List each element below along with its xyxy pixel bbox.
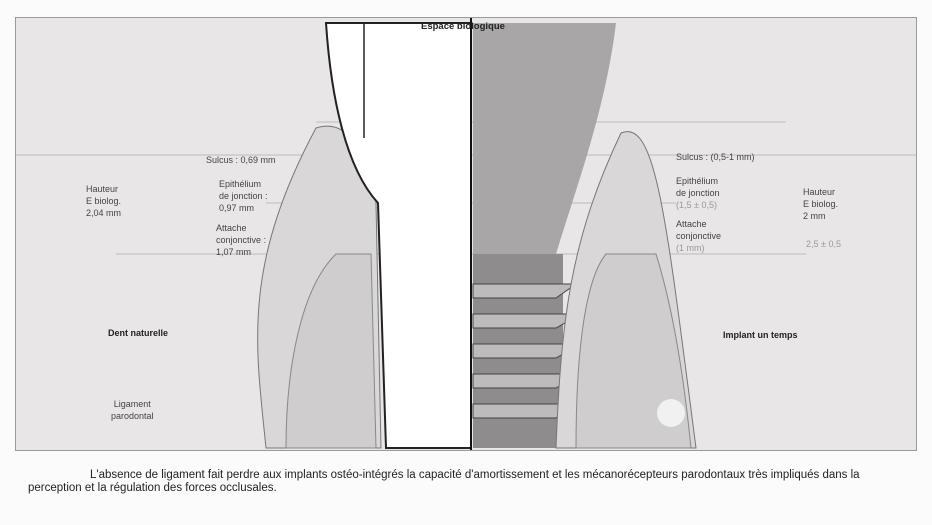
left-sulcus-label: Sulcus : 0,69 mm bbox=[206, 155, 276, 165]
bone-marrow-spot bbox=[657, 399, 685, 427]
figure-title: Espace biologique bbox=[421, 21, 505, 32]
left-name-label: Dent naturelle bbox=[108, 328, 169, 338]
biological-width-figure: Espace biologique Sulcus : 0,69 mm Epith… bbox=[15, 17, 917, 451]
right-name-label: Implant un temps bbox=[723, 330, 798, 340]
right-sulcus-label: Sulcus : (0,5-1 mm) bbox=[676, 152, 755, 162]
natural-bone bbox=[285, 253, 377, 449]
figure-caption: L'absence de ligament fait perdre aux im… bbox=[28, 469, 860, 494]
implant-threads bbox=[472, 283, 583, 419]
implant-bone bbox=[575, 253, 692, 449]
natural-tooth bbox=[324, 22, 472, 449]
tooth-implant-diagram bbox=[16, 18, 916, 450]
implant-abutment bbox=[473, 23, 616, 254]
right-range-label: 2,5 ± 0,5 bbox=[806, 239, 841, 249]
